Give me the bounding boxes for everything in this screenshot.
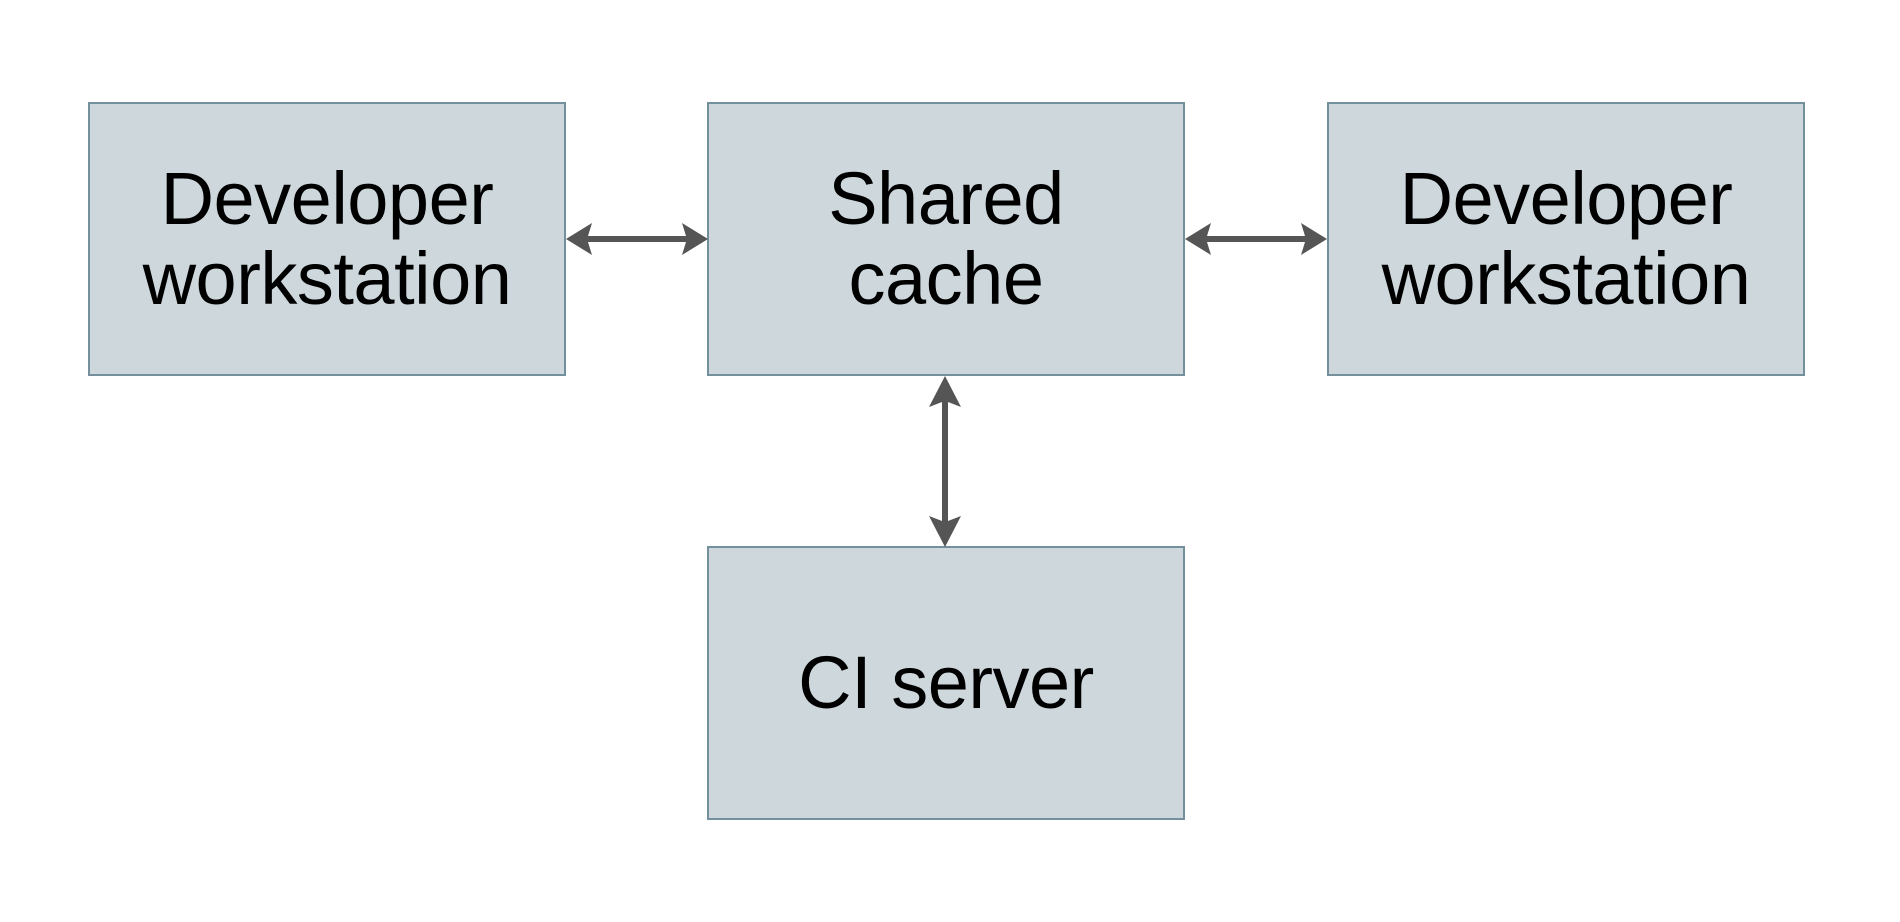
node-developer-workstation-right[interactable]: Developer workstation xyxy=(1327,102,1805,376)
double-arrow-icon xyxy=(1185,223,1327,255)
double-arrow-icon xyxy=(566,223,708,255)
node-shared-cache[interactable]: Shared cache xyxy=(707,102,1185,376)
node-label: Shared cache xyxy=(828,157,1064,320)
connector-shared-cache-to-developer-right[interactable] xyxy=(1185,214,1327,264)
node-label: Developer workstation xyxy=(142,157,512,320)
node-ci-server[interactable]: CI server xyxy=(707,546,1185,820)
connector-developer-left-to-shared-cache[interactable] xyxy=(566,214,708,264)
double-arrow-icon xyxy=(929,376,961,547)
node-developer-workstation-left[interactable]: Developer workstation xyxy=(88,102,566,376)
node-label: Developer workstation xyxy=(1381,157,1751,320)
connector-shared-cache-to-ci-server[interactable] xyxy=(920,376,970,547)
node-label: CI server xyxy=(798,641,1094,725)
